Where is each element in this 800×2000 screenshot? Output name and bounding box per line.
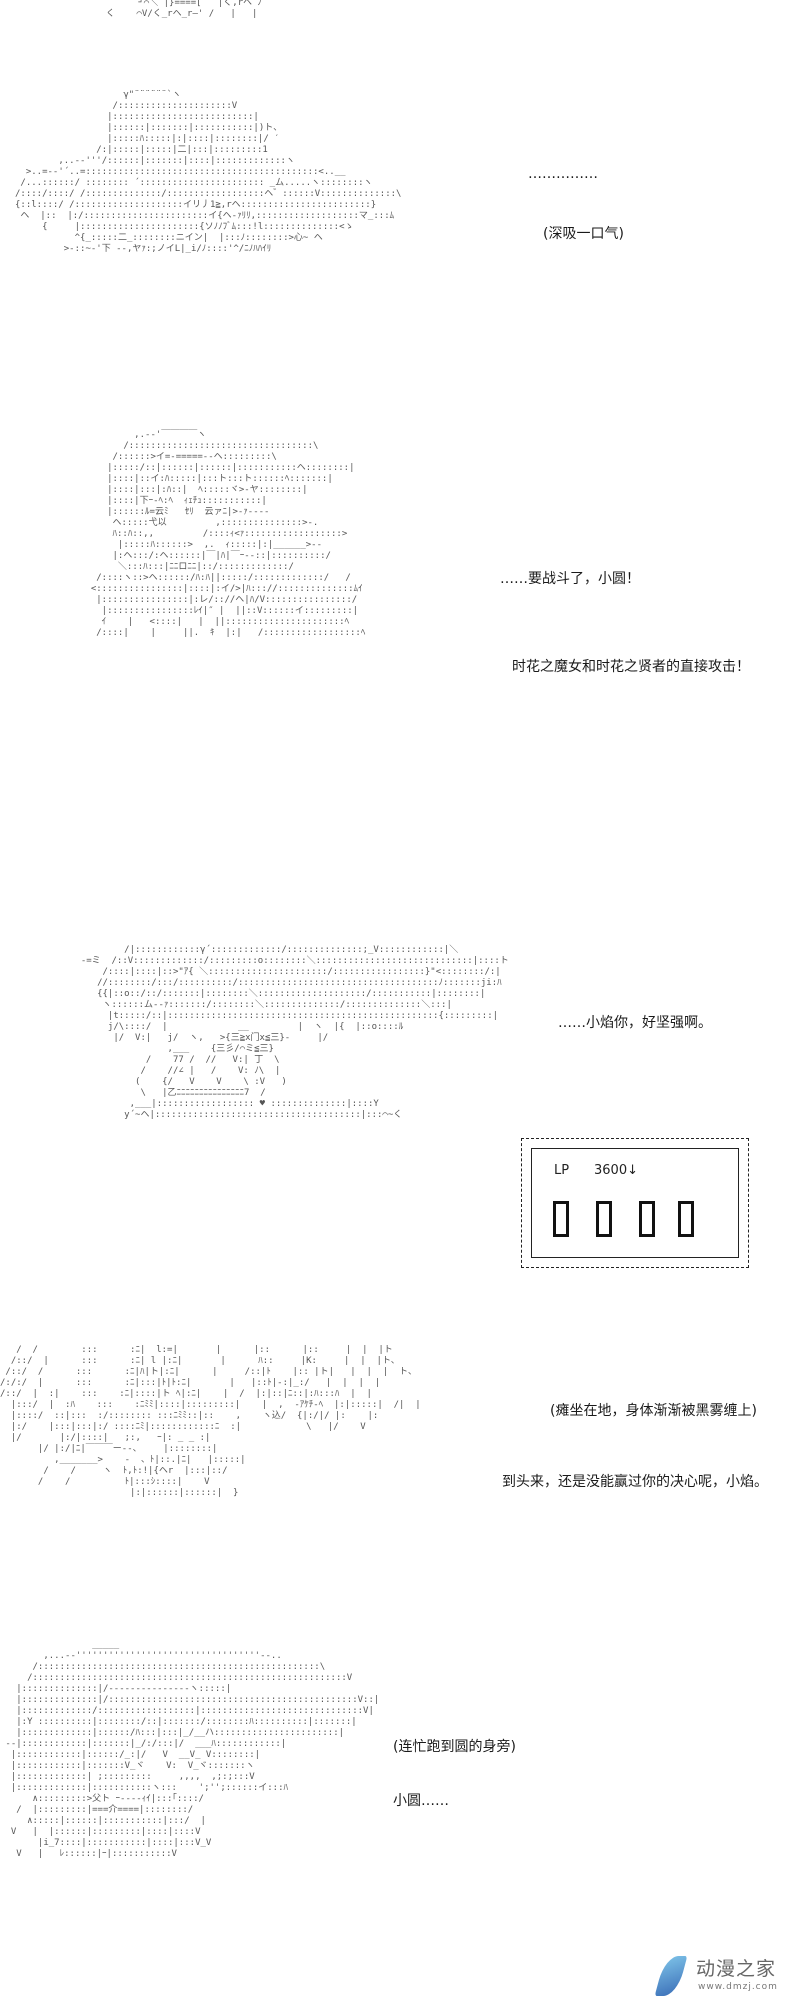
lp-counter-box: LP 3600↓ <box>521 1138 749 1268</box>
watermark-url: www.dmzj.com <box>698 1982 778 1992</box>
lp-digit <box>553 1201 569 1237</box>
watermark-logo: 动漫之家 www.dmzj.com <box>654 1950 795 1998</box>
lp-value: 3600↓ <box>594 1163 638 1178</box>
lp-digit <box>596 1201 612 1237</box>
dialogue-line: (深吸一口气) <box>543 226 624 242</box>
dialogue-line: 到头来，还是没能赢过你的决心呢，小焰。 <box>502 1474 768 1490</box>
dialogue-line: (瘫坐在地，身体渐渐被黑雾缠上) <box>550 1403 757 1419</box>
dialogue-line: 时花之魔女和时花之贤者的直接攻击！ <box>512 659 750 675</box>
ascii-art-figure-3: /|::::::::::::γ´:::::::::::::/::::::::::… <box>80 945 509 1120</box>
ascii-art-figure-2: ,.-‐'￣￣￣￣ヽ /::::::::::::::::::::::::::::… <box>90 430 366 638</box>
dialogue-line: 小圆…… <box>393 1793 449 1809</box>
ascii-art-top-fragment: ┘⌒＼ |}====[ |く,rヘ ﾉ く ⌒V/く_rヘ_r―' / | | <box>105 0 262 19</box>
lp-digit <box>678 1201 694 1237</box>
dialogue-line: ……小焰你，好坚强啊。 <box>558 1015 712 1031</box>
lp-counter-inner: LP 3600↓ <box>531 1148 739 1258</box>
ascii-art-figure-4: / / ::: :ﾆ| l:=| | |:: |:: | | |ト /::/ |… <box>0 1345 421 1498</box>
ascii-art-figure-1: γ"¨¨¨¨¨¨`ヽ /:::::::::::::::::::::V |::::… <box>15 90 402 254</box>
lp-digit <box>639 1201 655 1237</box>
dialogue-line: ……要战斗了，小圆！ <box>500 571 640 587</box>
dialogue-line: (连忙跑到圆的身旁) <box>393 1739 516 1755</box>
dialogue-line: …………… <box>528 166 598 182</box>
wing-logo-icon <box>654 1956 688 1996</box>
lp-label: LP <box>554 1163 570 1178</box>
watermark-name: 动漫之家 <box>696 1958 777 1980</box>
ascii-art-figure-5: _____ ,...-‐''''''''''''''''''''''''''''… <box>5 1640 380 1859</box>
